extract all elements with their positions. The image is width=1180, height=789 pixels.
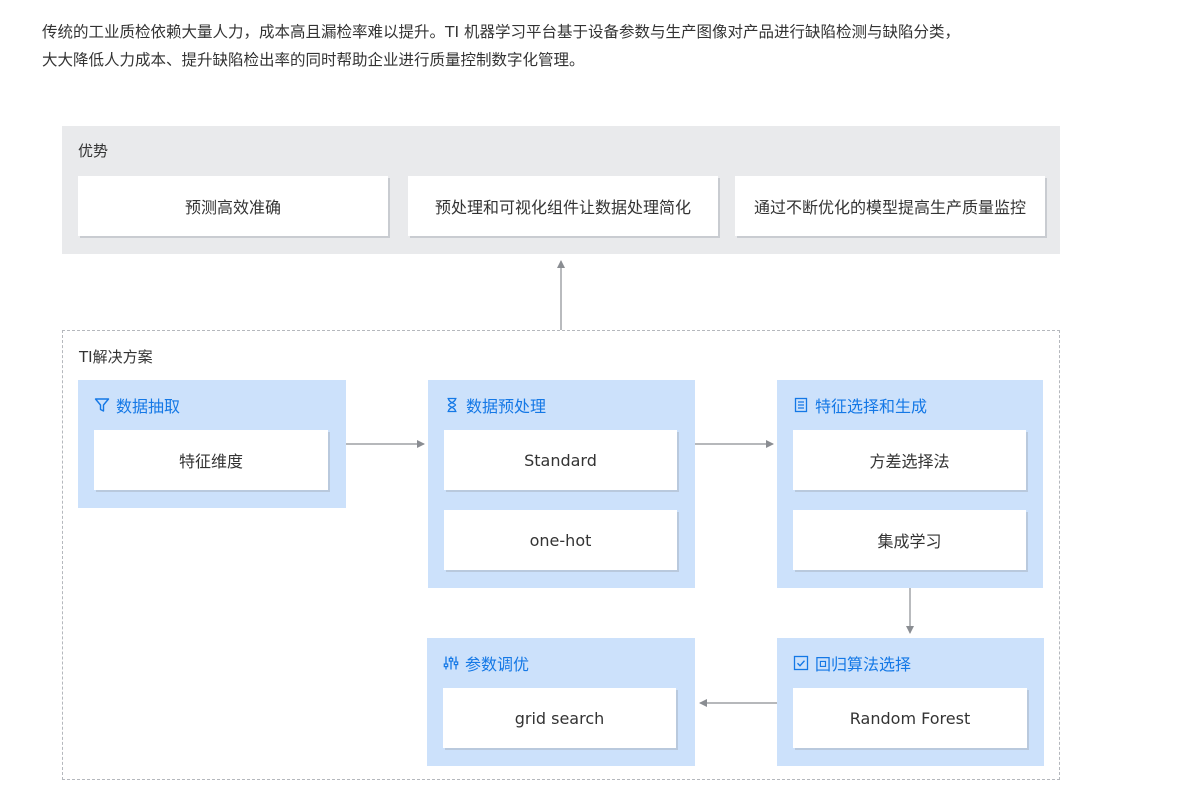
- solution-title: TI解决方案: [79, 348, 153, 366]
- intro-line-2: 大大降低人力成本、提升缺陷检出率的同时帮助企业进行质量控制数字化管理。: [42, 51, 585, 69]
- step-data-preprocessing-title: 数据预处理: [466, 397, 547, 416]
- advantages-title: 优势: [78, 142, 109, 160]
- item-ensemble-learning: 集成学习: [793, 510, 1026, 570]
- step-regression-selection: 回归算法选择 Random Forest: [777, 638, 1044, 766]
- item-grid-search: grid search: [443, 688, 676, 748]
- item-standard: Standard: [444, 430, 677, 490]
- step-data-extraction-header: 数据抽取: [94, 393, 180, 417]
- item-feature-dimension: 特征维度: [94, 430, 328, 490]
- intro-line-1: 传统的工业质检依赖大量人力，成本高且漏检率难以提升。TI 机器学习平台基于设备参…: [42, 23, 960, 41]
- step-parameter-tuning-header: 参数调优: [443, 651, 529, 675]
- advantage-card-monitoring: 通过不断优化的模型提高生产质量监控: [735, 176, 1045, 236]
- advantage-card-accurate: 预测高效准确: [78, 176, 388, 236]
- step-parameter-tuning: 参数调优 grid search: [427, 638, 695, 766]
- step-regression-selection-header: 回归算法选择: [793, 651, 911, 675]
- step-feature-selection-title: 特征选择和生成: [815, 397, 928, 416]
- step-regression-selection-title: 回归算法选择: [815, 655, 912, 674]
- sliders-icon: [443, 655, 459, 671]
- checkbox-icon: [793, 655, 809, 671]
- step-data-extraction-title: 数据抽取: [116, 397, 181, 416]
- advantage-card-preprocessing: 预处理和可视化组件让数据处理简化: [408, 176, 718, 236]
- step-data-preprocessing: 数据预处理 Standard one-hot: [428, 380, 695, 588]
- advantages-panel: 优势 预测高效准确 预处理和可视化组件让数据处理简化 通过不断优化的模型提高生产…: [62, 126, 1060, 254]
- item-one-hot: one-hot: [444, 510, 677, 570]
- intro-text: 传统的工业质检依赖大量人力，成本高且漏检率难以提升。TI 机器学习平台基于设备参…: [42, 18, 1142, 74]
- step-parameter-tuning-title: 参数调优: [465, 655, 530, 674]
- solution-panel: TI解决方案: [62, 330, 1060, 780]
- document-list-icon: [793, 397, 809, 413]
- step-data-preprocessing-header: 数据预处理: [444, 393, 546, 417]
- item-variance-selection: 方差选择法: [793, 430, 1026, 490]
- step-data-extraction: 数据抽取 特征维度: [78, 380, 346, 508]
- filter-icon: [94, 397, 110, 413]
- step-feature-selection-header: 特征选择和生成: [793, 393, 927, 417]
- hourglass-icon: [444, 397, 460, 413]
- item-random-forest: Random Forest: [793, 688, 1027, 748]
- step-feature-selection: 特征选择和生成 方差选择法 集成学习: [777, 380, 1043, 588]
